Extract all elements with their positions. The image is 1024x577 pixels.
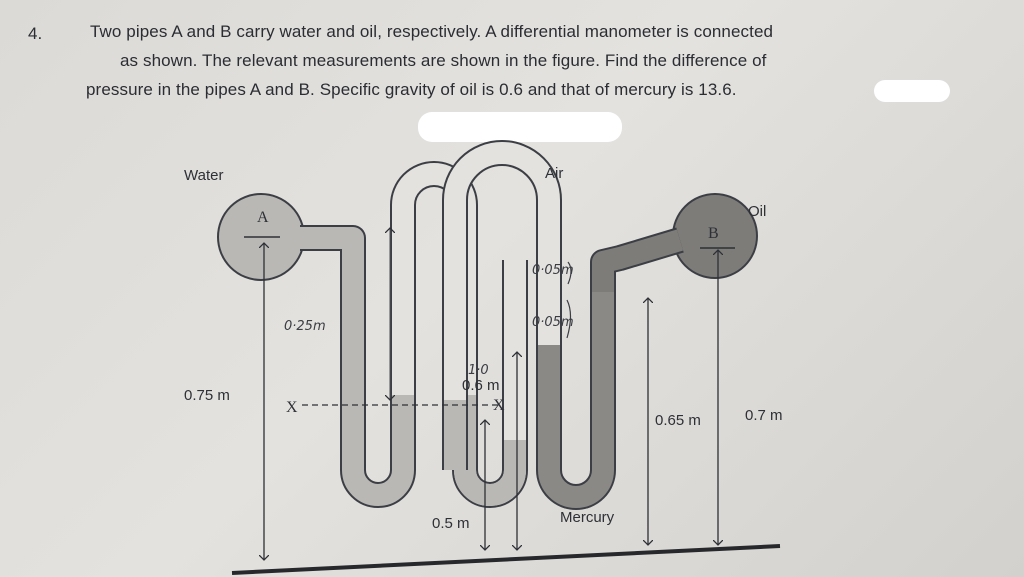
- label-water: Water: [184, 167, 223, 184]
- tube-left-water: [300, 227, 414, 506]
- dim-a-label: 0.75 m: [184, 387, 230, 404]
- tube-oil-fill: [592, 229, 684, 292]
- handwritten-left-limb: 0·25m: [284, 319, 326, 334]
- tube-air-fill: [444, 142, 560, 470]
- label-mercury: Mercury: [560, 509, 615, 526]
- tube-mercury-fill: [538, 292, 614, 508]
- dim-b-label: 0.7 m: [745, 407, 783, 424]
- question-line-1: Two pipes A and B carry water and oil, r…: [90, 22, 774, 41]
- dim-right-limb-label: 0.65 m: [655, 412, 701, 429]
- bracket-air-gap: [567, 261, 572, 285]
- question-line-3: pressure in the pipes A and B. Specific …: [86, 80, 737, 99]
- label-datum-x-right: X: [493, 397, 505, 414]
- label-air: Air: [545, 165, 563, 182]
- ground-line: [231, 544, 781, 575]
- handwritten-air-gap: 0·05m: [532, 263, 574, 278]
- redaction-mark-1: [874, 80, 950, 102]
- label-datum-x-left: X: [286, 399, 298, 416]
- dim-mid-bottom-label: 0.5 m: [432, 515, 470, 532]
- dim-mid-top-label: 0.6 m: [462, 377, 500, 394]
- label-oil: Oil: [748, 203, 766, 220]
- handwritten-mid-top: 1·0: [468, 363, 489, 378]
- redaction-mark-2: [418, 112, 622, 142]
- question-number: 4.: [28, 24, 43, 43]
- label-pipe-a: A: [257, 209, 269, 226]
- question-line-2: as shown. The relevant measurements are …: [120, 51, 767, 70]
- label-pipe-b: B: [708, 225, 719, 242]
- handwritten-oil-gap: 0·05m: [532, 315, 574, 330]
- bracket-oil-gap: [566, 299, 572, 339]
